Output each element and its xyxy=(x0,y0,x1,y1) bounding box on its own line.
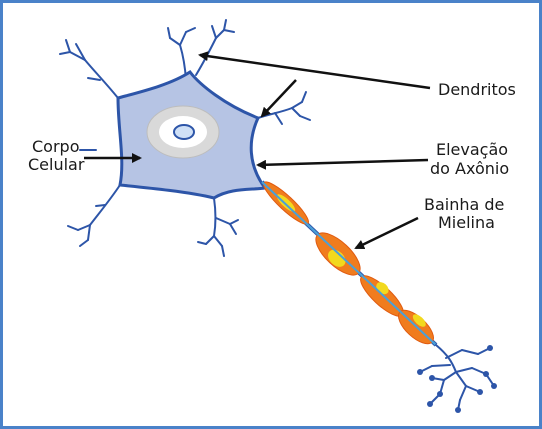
nucleolus xyxy=(174,125,194,139)
label-bainha-line1: Bainha de xyxy=(424,195,504,214)
myelin-sheath xyxy=(259,177,439,349)
arrow-bainha xyxy=(356,218,418,248)
terminal-buttons xyxy=(417,345,497,413)
label-elevacao-line2: do Axônio xyxy=(430,159,509,178)
arrow-elevacao xyxy=(258,160,428,165)
arrow-dendritos-upper xyxy=(200,55,430,88)
label-dendritos: Dendritos xyxy=(438,80,516,99)
label-elevacao-line1: Elevação xyxy=(436,140,508,159)
label-bainha-line2: Mielina xyxy=(438,213,495,232)
label-corpo-line2: Celular xyxy=(28,155,85,174)
arrow-dendritos-lower xyxy=(262,80,296,116)
label-corpo-line1: Corpo xyxy=(32,137,79,156)
